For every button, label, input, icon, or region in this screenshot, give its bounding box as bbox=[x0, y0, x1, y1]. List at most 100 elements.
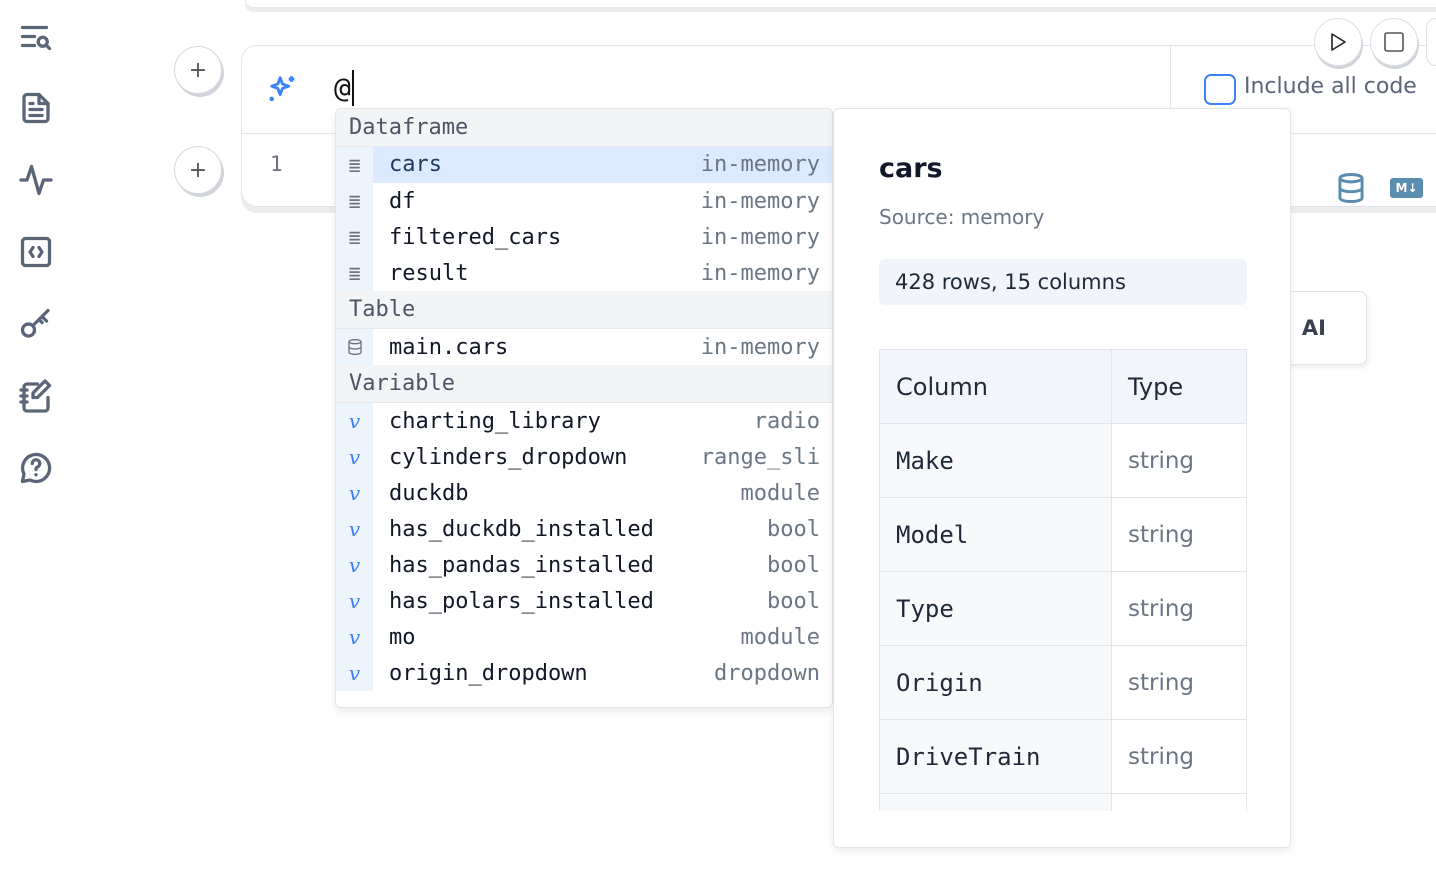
column-type bbox=[1111, 793, 1247, 811]
variable-icon: v bbox=[336, 475, 373, 511]
more-button[interactable] bbox=[1426, 18, 1436, 66]
completion-name: has_polars_installed bbox=[389, 588, 654, 614]
include-all-code-label: Include all code bbox=[1244, 74, 1417, 99]
plus-icon: + bbox=[188, 157, 208, 183]
column-type: string bbox=[1111, 497, 1247, 572]
completion-item[interactable]: ≣ df in-memory bbox=[336, 183, 832, 219]
activity-icon[interactable] bbox=[16, 160, 56, 200]
section-header-table: Table bbox=[336, 291, 832, 329]
completion-type: dropdown bbox=[714, 660, 820, 686]
completion-type: module bbox=[740, 480, 820, 506]
completion-type: bool bbox=[767, 588, 820, 614]
info-stats: 428 rows, 15 columns bbox=[879, 259, 1247, 305]
completion-item[interactable]: v has_pandas_installed bool bbox=[336, 547, 832, 583]
dataframe-icon: ≣ bbox=[336, 255, 373, 291]
table-row bbox=[879, 793, 1247, 811]
completion-name: duckdb bbox=[389, 480, 469, 506]
info-title: cars bbox=[879, 153, 943, 184]
code-square-icon[interactable] bbox=[16, 232, 56, 272]
markdown-icon[interactable]: M↓ bbox=[1390, 178, 1423, 198]
sparkles-icon bbox=[269, 76, 295, 102]
variable-icon: v bbox=[336, 655, 373, 691]
completion-item[interactable]: v has_polars_installed bool bbox=[336, 583, 832, 619]
play-icon bbox=[1331, 33, 1346, 51]
column-type: string bbox=[1111, 571, 1247, 646]
dataframe-icon: ≣ bbox=[336, 147, 373, 183]
column-name: DriveTrain bbox=[879, 719, 1112, 794]
column-type: string bbox=[1111, 719, 1247, 794]
variable-icon: v bbox=[336, 547, 373, 583]
completion-name: df bbox=[389, 188, 416, 214]
run-button[interactable] bbox=[1314, 18, 1362, 66]
column-name: Origin bbox=[879, 645, 1112, 720]
info-source: Source: memory bbox=[879, 205, 1045, 229]
column-header: Type bbox=[1111, 349, 1247, 424]
completion-type: bool bbox=[767, 516, 820, 542]
completion-name: cars bbox=[373, 147, 701, 183]
dataframe-icon: ≣ bbox=[336, 183, 373, 219]
key-icon[interactable] bbox=[16, 304, 56, 344]
prompt-input[interactable]: @ bbox=[334, 70, 354, 106]
column-name: Make bbox=[879, 423, 1112, 498]
completion-type: bool bbox=[767, 552, 820, 578]
add-cell-above-button[interactable]: + bbox=[174, 46, 222, 94]
completion-item[interactable]: v has_duckdb_installed bool bbox=[336, 511, 832, 547]
column-type: string bbox=[1111, 423, 1247, 498]
help-circle-icon[interactable] bbox=[16, 448, 56, 488]
line-number: 1 bbox=[270, 152, 283, 176]
ai-button-label: AI bbox=[1301, 316, 1326, 340]
completion-item[interactable]: v origin_dropdown dropdown bbox=[336, 655, 832, 691]
column-name: Model bbox=[879, 497, 1112, 572]
notebook-pen-icon[interactable] bbox=[16, 376, 56, 416]
variable-icon: v bbox=[336, 511, 373, 547]
completion-type: in-memory bbox=[700, 260, 820, 286]
stop-icon bbox=[1384, 32, 1404, 52]
completion-type: in-memory bbox=[700, 147, 832, 183]
completion-type: range_sli bbox=[700, 444, 820, 470]
completion-name: filtered_cars bbox=[389, 224, 562, 250]
add-cell-below-button[interactable]: + bbox=[174, 146, 222, 194]
stop-button[interactable] bbox=[1370, 18, 1418, 66]
variable-icon: v bbox=[336, 583, 373, 619]
completion-name: mo bbox=[389, 624, 416, 650]
include-all-code-checkbox[interactable] bbox=[1204, 74, 1236, 105]
dataframe-icon: ≣ bbox=[336, 219, 373, 255]
completion-name: cylinders_dropdown bbox=[389, 444, 628, 470]
completion-name: charting_library bbox=[389, 408, 601, 434]
column-type: string bbox=[1111, 645, 1247, 720]
section-header-dataframe: Dataframe bbox=[336, 109, 832, 147]
completion-type: module bbox=[740, 624, 820, 650]
completion-name: origin_dropdown bbox=[389, 660, 588, 686]
file-text-icon[interactable] bbox=[16, 88, 56, 128]
completion-name: has_pandas_installed bbox=[389, 552, 654, 578]
completion-name: has_duckdb_installed bbox=[389, 516, 654, 542]
variable-icon: v bbox=[336, 403, 373, 439]
column-header: Column bbox=[879, 349, 1112, 424]
column-name: Type bbox=[879, 571, 1112, 646]
search-list-icon[interactable] bbox=[16, 18, 56, 58]
previous-cell bbox=[245, 0, 1436, 8]
database-icon[interactable] bbox=[1336, 172, 1366, 204]
cell-vertical-divider bbox=[1170, 46, 1171, 133]
variable-icon: v bbox=[336, 619, 373, 655]
dataframe-info-panel: cars Source: memory 428 rows, 15 columns… bbox=[833, 108, 1291, 848]
completion-name: result bbox=[389, 260, 469, 286]
completion-item[interactable]: ≣ result in-memory bbox=[336, 255, 832, 291]
completion-type: in-memory bbox=[700, 188, 820, 214]
completion-type: in-memory bbox=[700, 334, 820, 360]
plus-icon: + bbox=[188, 57, 208, 83]
